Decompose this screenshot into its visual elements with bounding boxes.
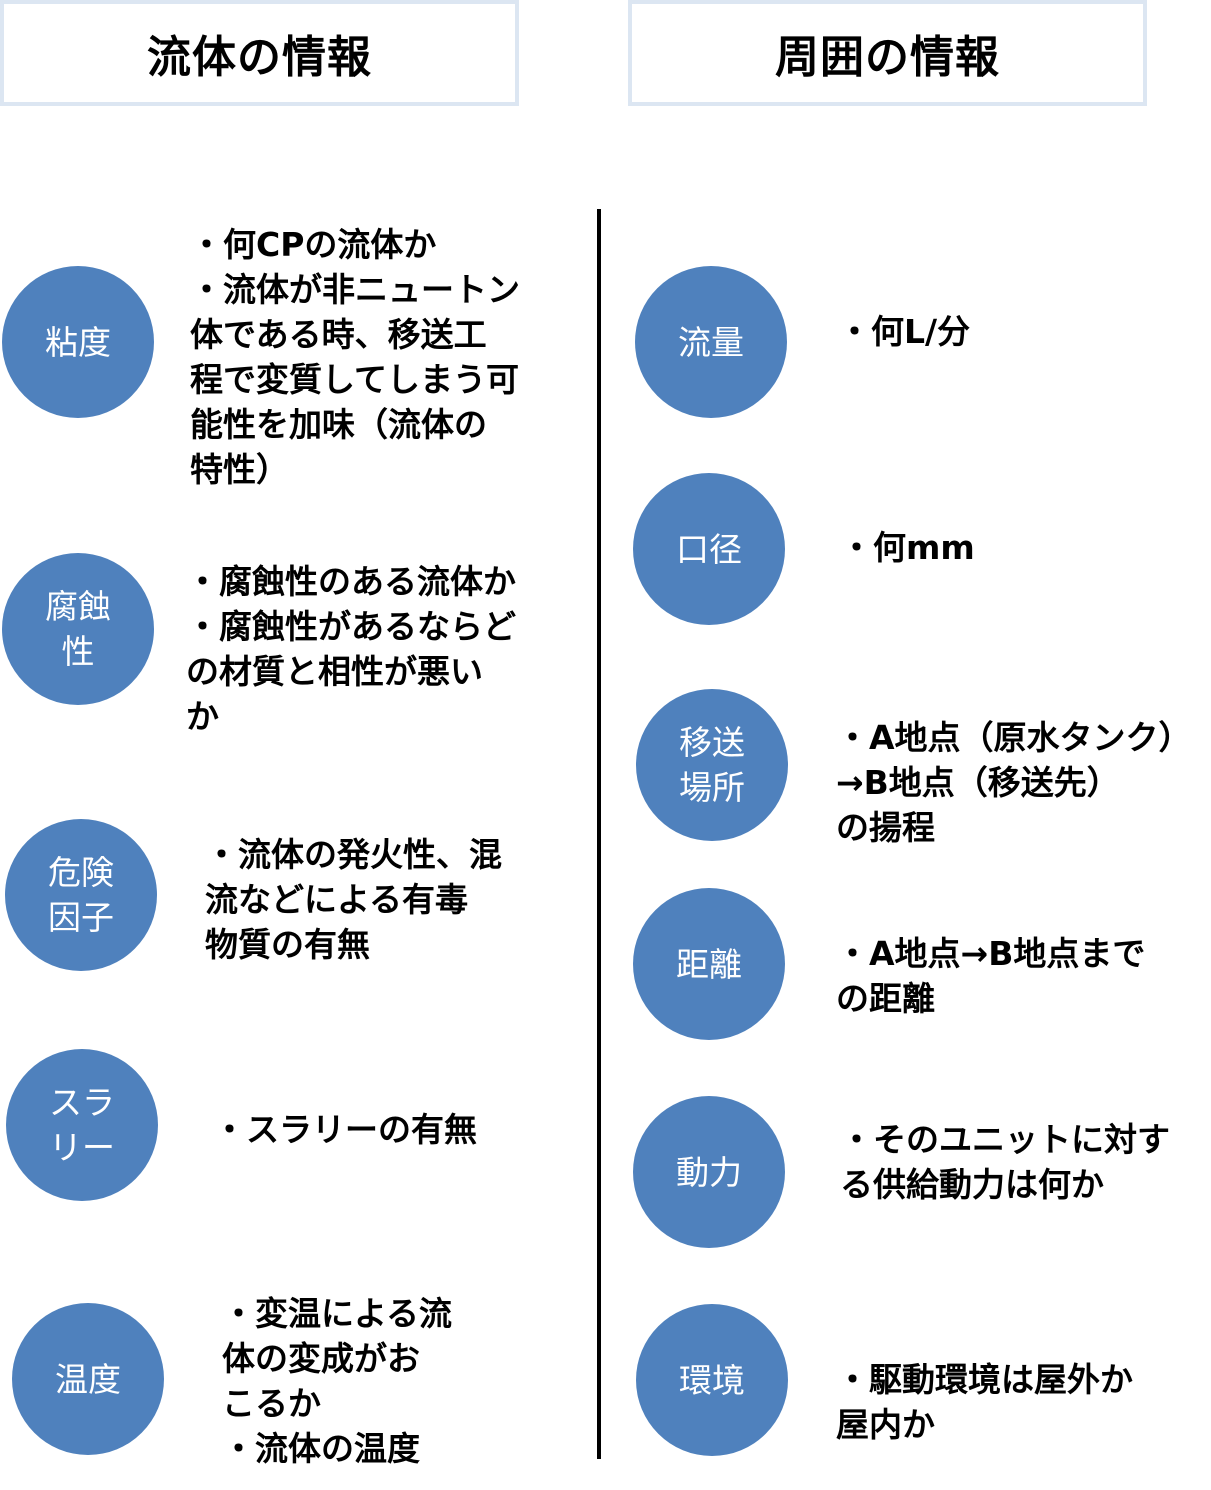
transfer-location-circle: 移送 場所 bbox=[636, 689, 788, 841]
corrosiveness-description: ・腐蝕性のある流体か ・腐蝕性があるならど の材質と相性が悪い か bbox=[186, 562, 516, 736]
bore-diameter-description: ・何mm bbox=[840, 528, 975, 567]
slurry-description: ・スラリーの有無 bbox=[213, 1110, 477, 1149]
temperature-description: ・変温による流 体の変成がお こるか ・流体の温度 bbox=[222, 1294, 453, 1468]
fluid-info-header: 流体の情報 bbox=[0, 0, 519, 106]
viscosity-circle: 粘度 bbox=[2, 266, 154, 418]
corrosiveness-circle: 腐蝕 性 bbox=[2, 553, 154, 705]
slurry-circle: スラ リー bbox=[6, 1049, 158, 1201]
viscosity-description: ・何CPの流体か ・流体が非ニュートン 体である時、移送工 程で変質してしまう可… bbox=[190, 225, 520, 489]
hazard-factor-circle: 危険 因子 bbox=[5, 819, 157, 971]
fluid-info-header-label: 流体の情報 bbox=[147, 32, 372, 83]
surrounding-info-header-label: 周囲の情報 bbox=[775, 32, 1000, 83]
power-description: ・そのユニットに対す る供給動力は何か bbox=[840, 1120, 1170, 1204]
surrounding-info-header: 周囲の情報 bbox=[628, 0, 1147, 106]
flow-rate-description: ・何L/分 bbox=[838, 312, 971, 351]
distance-description: ・A地点→B地点まで の距離 bbox=[836, 934, 1146, 1018]
column-divider bbox=[597, 209, 601, 1459]
hazard-factor-description: ・流体の発火性、混 流などによる有毒 物質の有無 bbox=[205, 835, 502, 964]
power-circle: 動力 bbox=[633, 1096, 785, 1248]
environment-circle: 環境 bbox=[636, 1304, 788, 1456]
environment-description: ・駆動環境は屋外か 屋内か bbox=[836, 1360, 1133, 1444]
temperature-circle: 温度 bbox=[12, 1303, 164, 1455]
transfer-location-description: ・A地点（原水タンク） →B地点（移送先） の揚程 bbox=[836, 718, 1192, 847]
bore-diameter-circle: 口径 bbox=[633, 473, 785, 625]
distance-circle: 距離 bbox=[633, 888, 785, 1040]
flow-rate-circle: 流量 bbox=[635, 266, 787, 418]
